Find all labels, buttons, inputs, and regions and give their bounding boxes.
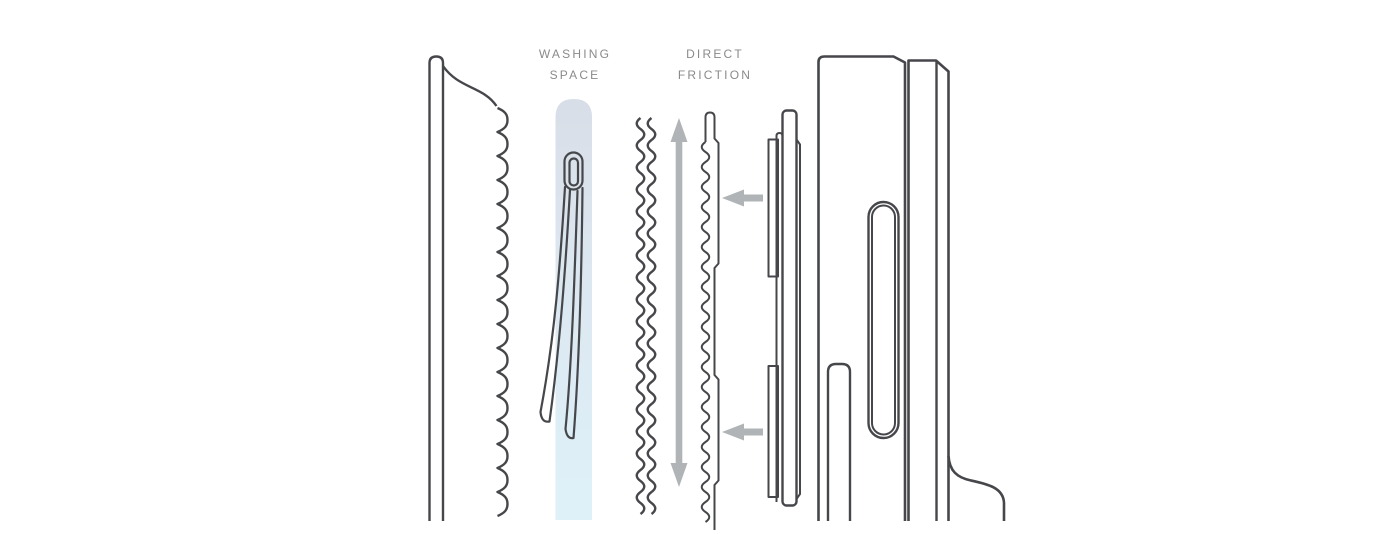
hair-strand-right xyxy=(564,186,584,440)
wavy-hair-strand-right xyxy=(646,117,657,515)
back-panel xyxy=(907,59,950,521)
washing-space-zone xyxy=(539,99,592,520)
up-down-arrow-icon xyxy=(670,118,688,487)
slot-inner xyxy=(871,204,896,436)
wide-bar xyxy=(781,109,798,507)
outer-panel-scallops xyxy=(496,106,509,518)
direct-friction-label: direct friction xyxy=(645,42,785,84)
direct-friction-zone xyxy=(635,111,763,530)
plate-lower xyxy=(767,365,779,498)
hair-tip-outer xyxy=(563,151,584,191)
outer-panel-wall xyxy=(428,55,445,521)
wavy-hair-strand-left xyxy=(635,117,646,515)
body-foot-curve xyxy=(947,455,1006,521)
outer-panel-sweep xyxy=(442,65,498,107)
inner-rounded-bar xyxy=(826,362,852,521)
hair-tip-inner xyxy=(568,157,580,187)
direct-friction-label-line1: direct xyxy=(686,43,744,62)
friction-blade-profile xyxy=(704,111,720,530)
friction-blade-wavy-edge xyxy=(700,141,711,523)
direct-friction-label-line2: friction xyxy=(677,64,753,83)
washing-space-label-line2: space xyxy=(549,64,601,83)
hair-strand-left xyxy=(539,185,572,423)
outer-panel xyxy=(428,55,509,521)
washing-space-label: washing space xyxy=(505,42,645,84)
main-body xyxy=(817,55,1006,521)
wide-bar-lip xyxy=(795,138,801,500)
front-panel xyxy=(817,55,907,521)
friction-blade xyxy=(700,111,720,530)
washing-space-label-line1: washing xyxy=(538,43,612,62)
slot-outer xyxy=(867,200,900,440)
hair-in-washing-space xyxy=(539,151,584,440)
mounting-plates xyxy=(767,109,801,507)
left-arrow-icon-bottom xyxy=(722,423,763,441)
left-arrow-icon-top xyxy=(722,189,763,207)
plate-upper xyxy=(767,138,779,278)
